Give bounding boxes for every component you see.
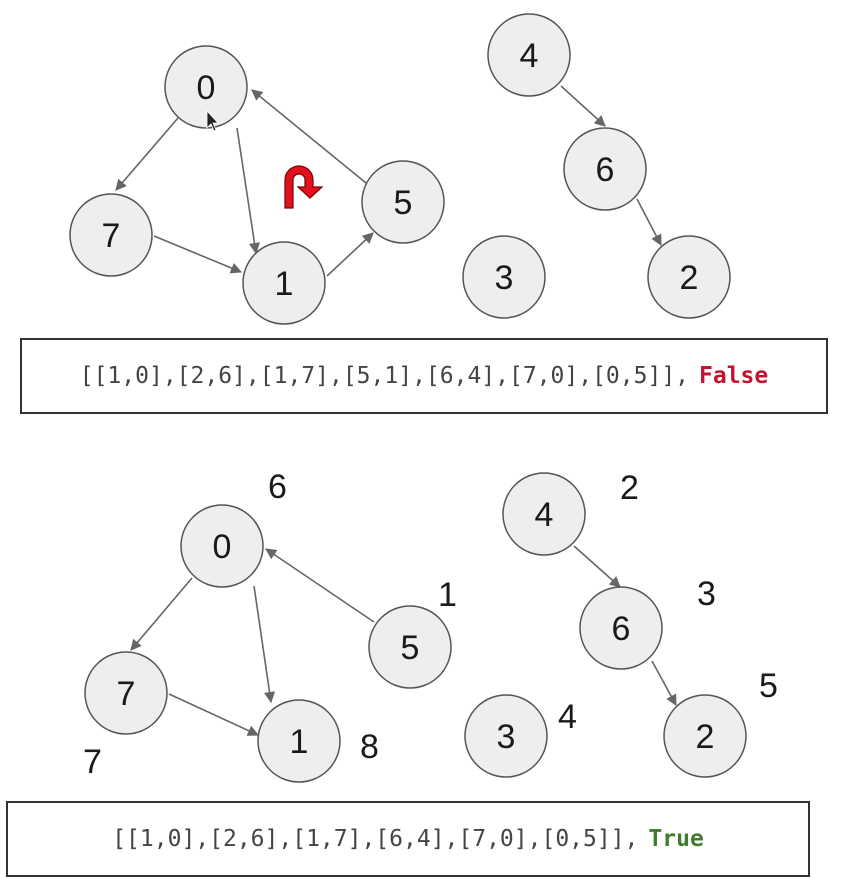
top-node-5: 5 xyxy=(361,160,445,244)
top-prerequisites-box: [[1,0],[2,6],[1,7],[5,1],[6,4],[7,0],[0,… xyxy=(20,338,828,414)
svg-text:6: 6 xyxy=(612,610,631,648)
bottom-prerequisites-code: [[1,0],[2,6],[1,7],[6,4],[7,0],[0,5]], xyxy=(112,826,639,852)
svg-text:0: 0 xyxy=(197,69,216,107)
order-label-node-3: 4 xyxy=(558,698,577,736)
bottom-edges xyxy=(130,545,677,736)
cursor-icon xyxy=(206,109,219,132)
svg-text:5: 5 xyxy=(394,184,413,222)
top-edge-1-5 xyxy=(326,232,374,277)
bottom-edge-0-1 xyxy=(253,585,276,704)
svg-text:2: 2 xyxy=(696,718,715,756)
order-label-node-2: 5 xyxy=(759,667,778,705)
bottom-edge-0-7 xyxy=(130,577,193,651)
top-node-0: 0 xyxy=(164,45,248,129)
svg-text:1: 1 xyxy=(275,265,294,303)
svg-text:7: 7 xyxy=(102,217,121,255)
top-edge-5-0 xyxy=(251,89,367,184)
order-label-node-4: 2 xyxy=(620,469,639,507)
bottom-graph: 0 7 1 5 4 6 3 2 6 1 xyxy=(83,468,778,783)
svg-text:5: 5 xyxy=(401,629,420,667)
order-label-node-7: 7 xyxy=(83,743,102,781)
bottom-edge-4-6 xyxy=(573,545,621,588)
top-edge-7-1 xyxy=(153,235,243,274)
top-edge-6-2 xyxy=(636,198,662,246)
top-node-1: 1 xyxy=(242,241,326,325)
top-node-4: 4 xyxy=(487,13,571,97)
top-node-2: 2 xyxy=(647,235,731,319)
order-label-node-5: 1 xyxy=(438,576,457,614)
svg-text:0: 0 xyxy=(213,528,232,566)
svg-text:3: 3 xyxy=(497,718,516,756)
bottom-edge-6-2 xyxy=(651,660,677,706)
top-node-3: 3 xyxy=(462,235,546,319)
svg-text:1: 1 xyxy=(290,723,309,761)
bottom-node-0: 0 xyxy=(180,504,264,588)
bottom-node-4: 4 xyxy=(502,472,586,556)
bottom-node-2: 2 xyxy=(663,694,747,778)
bottom-edge-7-1 xyxy=(168,693,260,736)
top-edge-4-6 xyxy=(560,85,606,127)
bottom-node-3: 3 xyxy=(464,694,548,778)
bottom-node-5: 5 xyxy=(368,605,452,689)
svg-text:2: 2 xyxy=(680,259,699,297)
top-graph: 0 7 1 5 4 6 3 2 xyxy=(69,13,731,325)
top-edges xyxy=(115,85,662,277)
bottom-result-true: True xyxy=(648,826,704,852)
order-label-node-0: 6 xyxy=(268,468,287,506)
top-result-false: False xyxy=(699,363,769,389)
svg-text:4: 4 xyxy=(520,37,539,75)
bottom-node-1: 1 xyxy=(257,699,341,783)
order-label-node-1: 8 xyxy=(360,728,379,766)
svg-text:6: 6 xyxy=(596,151,615,189)
svg-text:7: 7 xyxy=(117,675,136,713)
bottom-prerequisites-box: [[1,0],[2,6],[1,7],[6,4],[7,0],[0,5]], T… xyxy=(6,801,810,877)
bottom-node-7: 7 xyxy=(84,651,168,735)
svg-text:3: 3 xyxy=(495,259,514,297)
top-node-6: 6 xyxy=(563,127,647,211)
top-prerequisites-code: [[1,0],[2,6],[1,7],[5,1],[6,4],[7,0],[0,… xyxy=(79,363,690,389)
svg-text:4: 4 xyxy=(535,496,554,534)
top-edge-0-1 xyxy=(236,127,261,255)
top-node-7: 7 xyxy=(69,193,153,277)
bottom-edge-5-0 xyxy=(265,548,375,623)
top-edge-0-7 xyxy=(115,117,179,191)
order-label-node-6: 3 xyxy=(697,575,716,613)
u-turn-arrow-icon xyxy=(284,165,324,209)
bottom-node-6: 6 xyxy=(579,586,663,670)
